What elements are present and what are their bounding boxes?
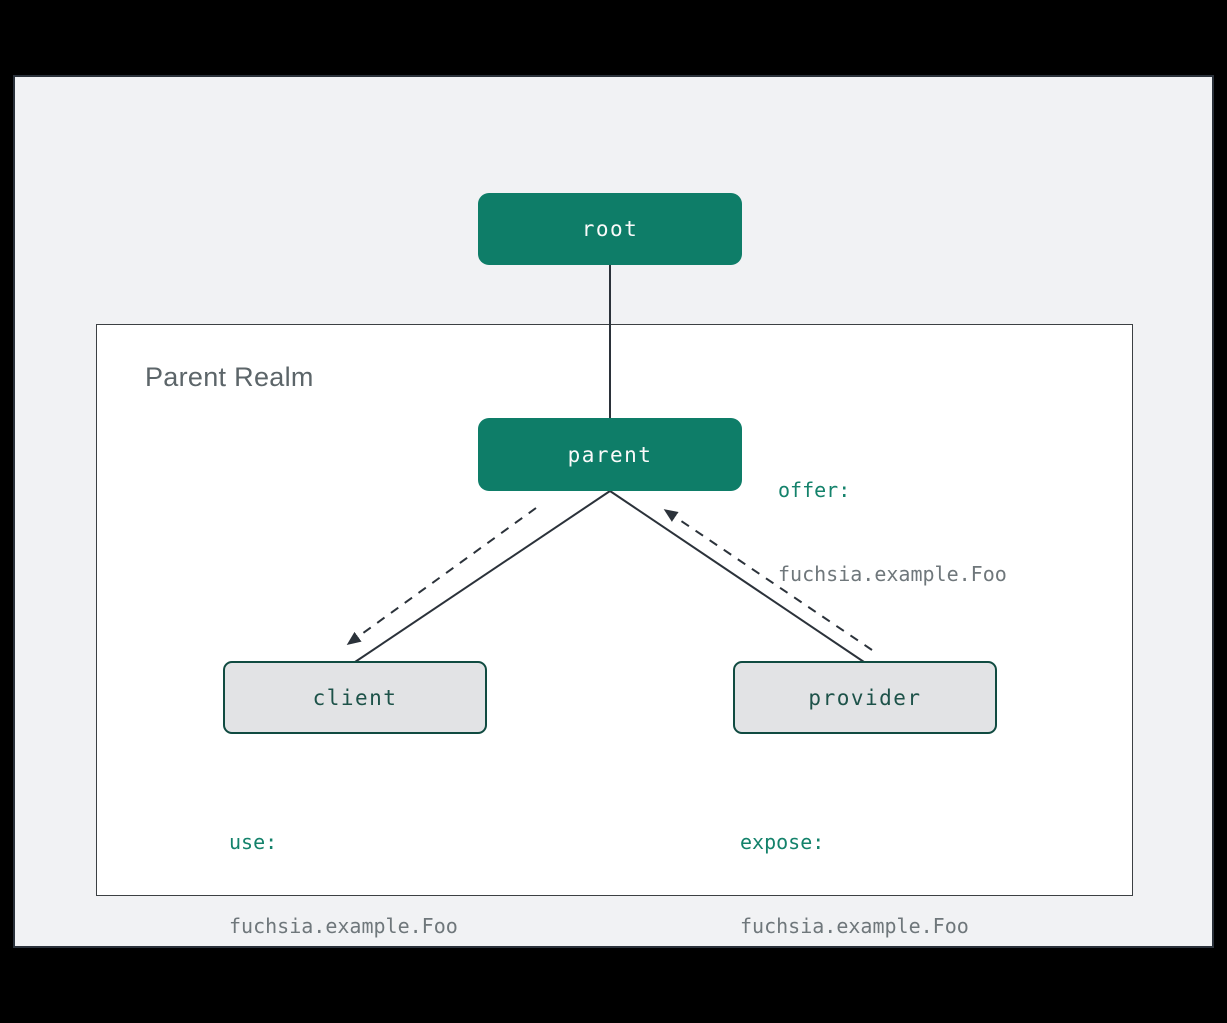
node-parent: parent: [478, 418, 742, 491]
node-provider: provider: [733, 661, 997, 734]
expose-value: fuchsia.example.Foo: [740, 914, 969, 938]
node-parent-label: parent: [567, 442, 653, 467]
node-root: root: [478, 193, 742, 265]
node-client-label: client: [312, 685, 398, 710]
offer-annotation: offer: fuchsia.example.Foo: [778, 420, 1007, 644]
node-provider-label: provider: [808, 685, 922, 710]
parent-realm-title: Parent Realm: [145, 362, 314, 392]
expose-annotation: expose: fuchsia.example.Foo: [740, 772, 969, 996]
use-annotation: use: fuchsia.example.Foo: [229, 772, 458, 996]
offer-keyword: offer:: [778, 478, 851, 502]
use-keyword: use:: [229, 830, 278, 854]
node-root-label: root: [581, 217, 639, 241]
use-value: fuchsia.example.Foo: [229, 914, 458, 938]
node-client: client: [223, 661, 487, 734]
offer-value: fuchsia.example.Foo: [778, 562, 1007, 586]
expose-keyword: expose:: [740, 830, 825, 854]
